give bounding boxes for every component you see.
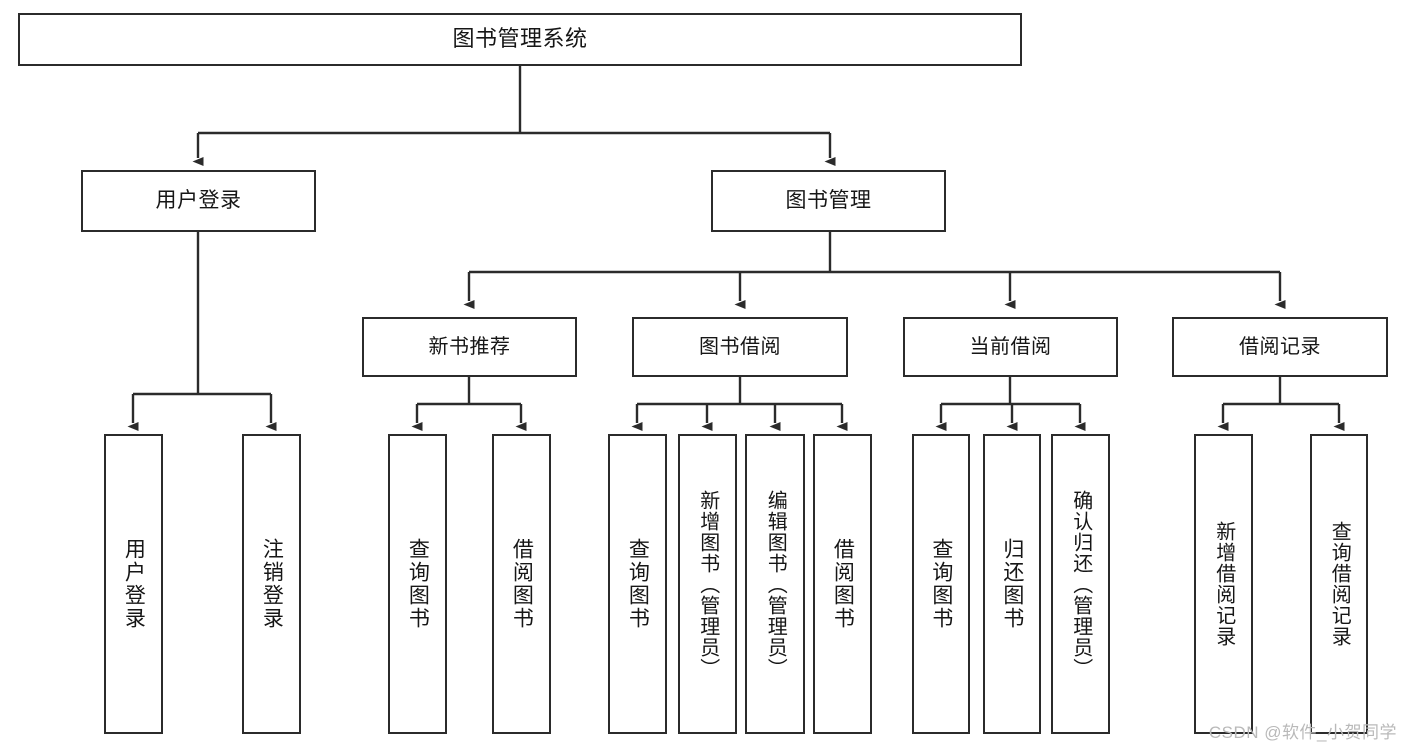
leaf-current-borrow-confirm-return[interactable]: 确认归还（管理员） bbox=[1051, 434, 1110, 734]
leaf-book-borrow-add[interactable]: 新增图书（管理员） bbox=[678, 434, 737, 734]
edges-root-to-level2 bbox=[192, 66, 836, 166]
leaf-new-book-borrow[interactable]: 借阅图书 bbox=[492, 434, 551, 734]
node-current-borrow[interactable]: 当前借阅 bbox=[903, 317, 1118, 377]
node-new-book-recommend[interactable]: 新书推荐 bbox=[362, 317, 577, 377]
node-book-management[interactable]: 图书管理 bbox=[711, 170, 946, 232]
leaf-book-borrow-borrow[interactable]: 借阅图书 bbox=[813, 434, 872, 734]
node-label: 借阅记录 bbox=[1239, 336, 1321, 358]
node-borrow-record[interactable]: 借阅记录 bbox=[1172, 317, 1388, 377]
leaf-label: 新增借阅记录 bbox=[1212, 521, 1235, 647]
node-label: 图书借阅 bbox=[699, 336, 781, 358]
leaf-borrow-record-add[interactable]: 新增借阅记录 bbox=[1194, 434, 1253, 734]
edges-book-borrow-to-leaves bbox=[631, 377, 848, 431]
leaf-label: 用户登录 bbox=[122, 538, 146, 630]
node-label: 用户登录 bbox=[155, 189, 242, 213]
leaf-user-login-signout[interactable]: 注销登录 bbox=[242, 434, 301, 734]
leaf-label: 确认归还（管理员） bbox=[1069, 489, 1092, 679]
leaf-label: 借阅图书 bbox=[510, 538, 534, 630]
leaf-user-login-signin[interactable]: 用户登录 bbox=[104, 434, 163, 734]
leaf-current-borrow-return[interactable]: 归还图书 bbox=[983, 434, 1041, 734]
leaf-label: 新增图书（管理员） bbox=[696, 489, 719, 679]
leaf-label: 查询图书 bbox=[406, 538, 430, 630]
edges-user-login-to-leaves bbox=[127, 232, 277, 431]
node-book-borrow[interactable]: 图书借阅 bbox=[632, 317, 848, 377]
node-label: 当前借阅 bbox=[969, 336, 1052, 358]
edges-level2-book-to-level3 bbox=[463, 232, 1286, 309]
leaf-current-borrow-query[interactable]: 查询图书 bbox=[912, 434, 970, 734]
leaf-label: 注销登录 bbox=[260, 538, 284, 630]
leaf-label: 编辑图书（管理员） bbox=[764, 489, 787, 679]
node-label: 图书管理系统 bbox=[452, 26, 588, 52]
node-label: 新书推荐 bbox=[428, 336, 511, 358]
leaf-label: 借阅图书 bbox=[831, 538, 855, 630]
leaf-label: 查询借阅记录 bbox=[1328, 521, 1351, 647]
leaf-label: 查询图书 bbox=[626, 538, 650, 630]
leaf-new-book-query[interactable]: 查询图书 bbox=[388, 434, 447, 734]
leaf-label: 查询图书 bbox=[929, 538, 953, 630]
node-root-system[interactable]: 图书管理系统 bbox=[18, 13, 1022, 66]
node-label: 图书管理 bbox=[785, 189, 872, 213]
leaf-borrow-record-query[interactable]: 查询借阅记录 bbox=[1310, 434, 1368, 734]
leaf-book-borrow-edit[interactable]: 编辑图书（管理员） bbox=[745, 434, 805, 734]
edges-new-book-to-leaves bbox=[411, 377, 527, 431]
edges-borrow-record-to-leaves bbox=[1217, 377, 1345, 431]
node-user-login[interactable]: 用户登录 bbox=[81, 170, 316, 232]
leaf-label: 归还图书 bbox=[1000, 538, 1024, 630]
leaf-book-borrow-query[interactable]: 查询图书 bbox=[608, 434, 667, 734]
edges-current-borrow-to-leaves bbox=[935, 377, 1086, 431]
